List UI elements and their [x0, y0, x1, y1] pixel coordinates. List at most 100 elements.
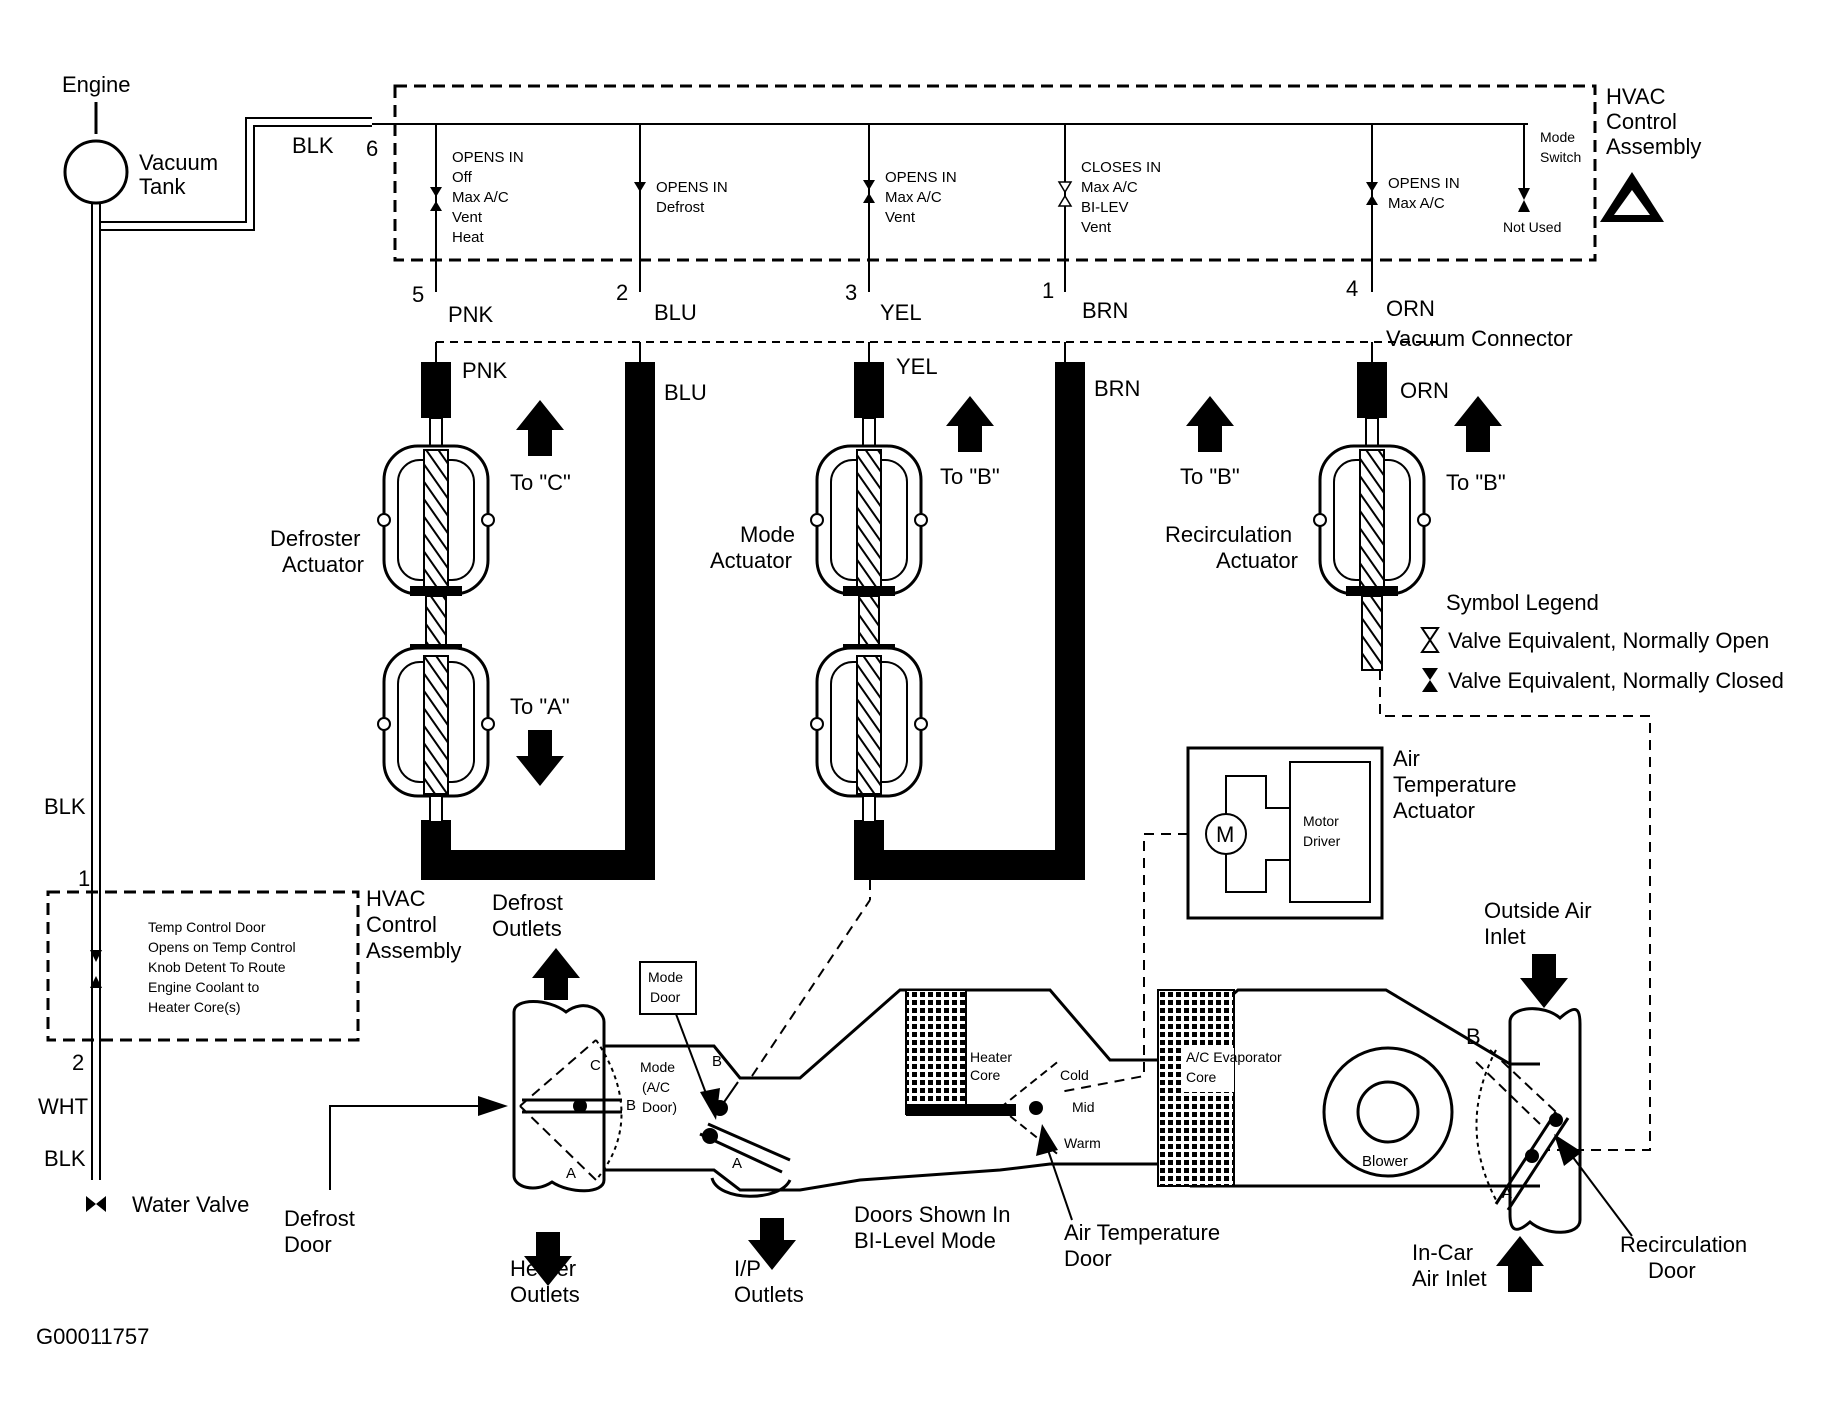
row1-l3: Max A/C: [452, 189, 509, 206]
pin-5: 5: [412, 282, 424, 307]
vacuum-tank-label-2: Tank: [139, 174, 186, 199]
hvac2-l3: Assembly: [366, 938, 461, 963]
brn-hose-label: BRN: [1094, 376, 1140, 401]
pnk-hose-end: [421, 362, 451, 418]
temp-box-l1: Temp Control Door: [148, 919, 266, 935]
yel-hose-label: YEL: [896, 354, 938, 379]
defrost-door-l1: Defrost: [284, 1206, 355, 1231]
row5-l1: OPENS IN: [1388, 175, 1460, 192]
heater-outlets-l1: Heater: [510, 1256, 576, 1281]
row3-l3: Vent: [885, 209, 916, 226]
blower-label: Blower: [1362, 1153, 1408, 1170]
down-arrow-icon: [1520, 954, 1568, 1008]
row1-l1: OPENS IN: [452, 149, 524, 166]
mode-switch-l1: Mode: [1540, 129, 1575, 145]
mode-ac-l2: (A/C: [642, 1079, 670, 1095]
defroster-label-2: Actuator: [282, 552, 364, 577]
blk-mid-label: BLK: [44, 794, 86, 819]
in-car-l2: Air Inlet: [1412, 1266, 1487, 1291]
mode-ac-l3: Door): [642, 1099, 677, 1115]
not-used-label: Not Used: [1503, 219, 1561, 235]
vacuum-connector-label: Vacuum Connector: [1386, 326, 1573, 351]
recirc-act-label-1: Recirculation: [1165, 522, 1292, 547]
mode-switch-l2: Switch: [1540, 149, 1581, 165]
mode-door-l2: Door: [650, 989, 681, 1005]
motor-driver-l1: Motor: [1303, 813, 1339, 829]
water-valve-icon: [86, 1196, 96, 1212]
warm-label: Warm: [1064, 1135, 1101, 1151]
mode-door-l1: Mode: [648, 969, 683, 985]
mode-door-box: [639, 961, 697, 1015]
ip-outlets-l1: I/P: [734, 1256, 761, 1281]
temp-box-l2: Opens on Temp Control: [148, 939, 296, 955]
down-arrow-icon: [516, 730, 564, 786]
air-temp-door-l2: Door: [1064, 1246, 1112, 1271]
defroster-actuator: [377, 417, 495, 823]
outside-air-l2: Inlet: [1484, 924, 1526, 949]
row5-l2: Max A/C: [1388, 195, 1445, 212]
pin-5-color: PNK: [448, 302, 494, 327]
outside-air-l1: Outside Air: [1484, 898, 1592, 923]
evap-l2: Core: [1186, 1069, 1217, 1085]
figure-id: G00011757: [36, 1324, 149, 1349]
recirc-letter-a: A: [1502, 1185, 1512, 1202]
hvac2-l1: HVAC: [366, 886, 426, 911]
up-arrow-icon: [1454, 396, 1502, 452]
evap-l1: A/C Evaporator: [1186, 1049, 1282, 1065]
recirc-door-l1: Recirculation: [1620, 1232, 1747, 1257]
up-arrow-icon: [946, 396, 994, 452]
defroster-label-1: Defroster: [270, 526, 360, 551]
up-arrow-icon: [1496, 1236, 1544, 1292]
vacuum-tank-label-1: Vacuum: [139, 150, 218, 175]
mode-letter-a: A: [732, 1155, 742, 1172]
up-arrow-icon: [532, 948, 580, 1000]
row4-l3: BI-LEV: [1081, 199, 1129, 216]
row2-l2: Defrost: [656, 199, 705, 216]
defrost-door-l2: Door: [284, 1232, 332, 1257]
cold-label: Cold: [1060, 1067, 1089, 1083]
to-c-label: To "C": [510, 470, 571, 495]
orn-hose-label: ORN: [1400, 378, 1449, 403]
legend-open: Valve Equivalent, Normally Open: [1448, 628, 1769, 653]
air-temp-door-l1: Air Temperature: [1064, 1220, 1220, 1245]
mode-act-label-1: Mode: [740, 522, 795, 547]
row4-l1: CLOSES IN: [1081, 159, 1161, 176]
air-temp-act-l1: Air: [1393, 746, 1420, 771]
brn-to-b-label: To "B": [1180, 464, 1240, 489]
pin-3: 3: [845, 280, 857, 305]
hvac-control-label-2: Control: [1606, 109, 1677, 134]
temp-box-l4: Engine Coolant to: [148, 979, 260, 995]
vacuum-tank-icon: [63, 139, 129, 205]
yel-hose-end: [854, 362, 884, 418]
orn-hose-end: [1357, 362, 1387, 418]
hvac2-l2: Control: [366, 912, 437, 937]
recirc-letter-b: B: [1466, 1024, 1481, 1049]
hvac-control-label-3: Assembly: [1606, 134, 1701, 159]
valve-open-icon: [1420, 627, 1440, 642]
heater-outlets-l2: Outlets: [510, 1282, 580, 1307]
letter-c: C: [590, 1057, 601, 1074]
recirc-actuator: [1313, 417, 1431, 671]
ip-outlets-l2: Outlets: [734, 1282, 804, 1307]
blu-hose-label: BLU: [664, 380, 707, 405]
valve-closed-icon: [1422, 668, 1438, 680]
row1-l5: Heat: [452, 229, 485, 246]
down-arrow-icon: [524, 1232, 572, 1286]
recirc-door-l2: Door: [1648, 1258, 1696, 1283]
letter-b: B: [626, 1097, 636, 1114]
in-car-l1: In-Car: [1412, 1240, 1473, 1265]
pin-2-left: 2: [72, 1050, 84, 1075]
defrost-outlets-l1: Defrost: [492, 890, 563, 915]
blu-hose: [625, 362, 655, 880]
temp-control-box: [46, 890, 360, 1042]
mode-letter-b: B: [712, 1053, 722, 1070]
pin-1: 1: [1042, 278, 1054, 303]
to-a-label: To "A": [510, 694, 570, 719]
orn-to-b-label: To "B": [1446, 470, 1506, 495]
hvac-control-label-1: HVAC: [1606, 84, 1666, 109]
doors-shown-l2: BI-Level Mode: [854, 1228, 996, 1253]
pin-2: 2: [616, 280, 628, 305]
pin-4: 4: [1346, 276, 1358, 301]
letter-a: A: [566, 1165, 576, 1182]
